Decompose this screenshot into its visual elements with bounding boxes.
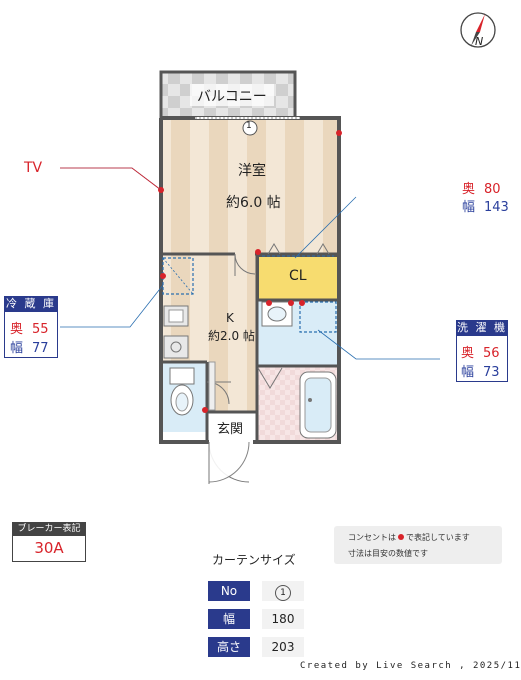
washer-title: 洗 濯 機 xyxy=(456,320,508,336)
curtain-row-height-value: 203 xyxy=(262,637,304,657)
north-label: N xyxy=(475,35,484,48)
notes-box xyxy=(334,526,502,564)
curtain-row-height-label: 高さ xyxy=(208,637,250,657)
curtain-row-no-value: 1 xyxy=(262,581,304,601)
breaker-title: ブレーカー表記 xyxy=(12,522,86,536)
closet-area xyxy=(257,255,339,301)
kitchen-label: K xyxy=(226,311,234,325)
western-room-size: 約6.0 帖 xyxy=(226,195,281,211)
kitchen-size: 約2.0 帖 xyxy=(208,329,255,343)
curtain-title: カーテンサイズ xyxy=(212,553,296,567)
footer-credit: Created by Live Search , 2025/11 xyxy=(300,661,521,671)
tv-label: TV xyxy=(24,160,43,176)
entrance-label: 玄関 xyxy=(217,422,244,437)
balcony-label: バルコニー xyxy=(197,89,267,105)
western-room-floor xyxy=(161,118,339,254)
compass: N xyxy=(458,10,498,50)
fridge-title: 冷 蔵 庫 xyxy=(4,296,58,312)
curtain-row-width-value: 180 xyxy=(262,609,304,629)
curtain-row-no-label: No xyxy=(208,581,250,601)
notes-line2: 寸法は目安の数値です xyxy=(348,549,428,558)
closet-label: CL xyxy=(289,268,307,284)
compass-icon xyxy=(460,12,496,48)
breaker-value: 30A xyxy=(34,539,64,557)
western-room-label: 洋室 xyxy=(238,163,266,179)
outlet-icon xyxy=(398,534,404,540)
notes-line1: コンセントはで表記しています xyxy=(348,533,470,542)
entrance-floor xyxy=(209,412,253,442)
floor-plan xyxy=(60,70,440,484)
window-marker-label: 1 xyxy=(246,121,252,131)
curtain-row-width-label: 幅 xyxy=(208,609,250,629)
